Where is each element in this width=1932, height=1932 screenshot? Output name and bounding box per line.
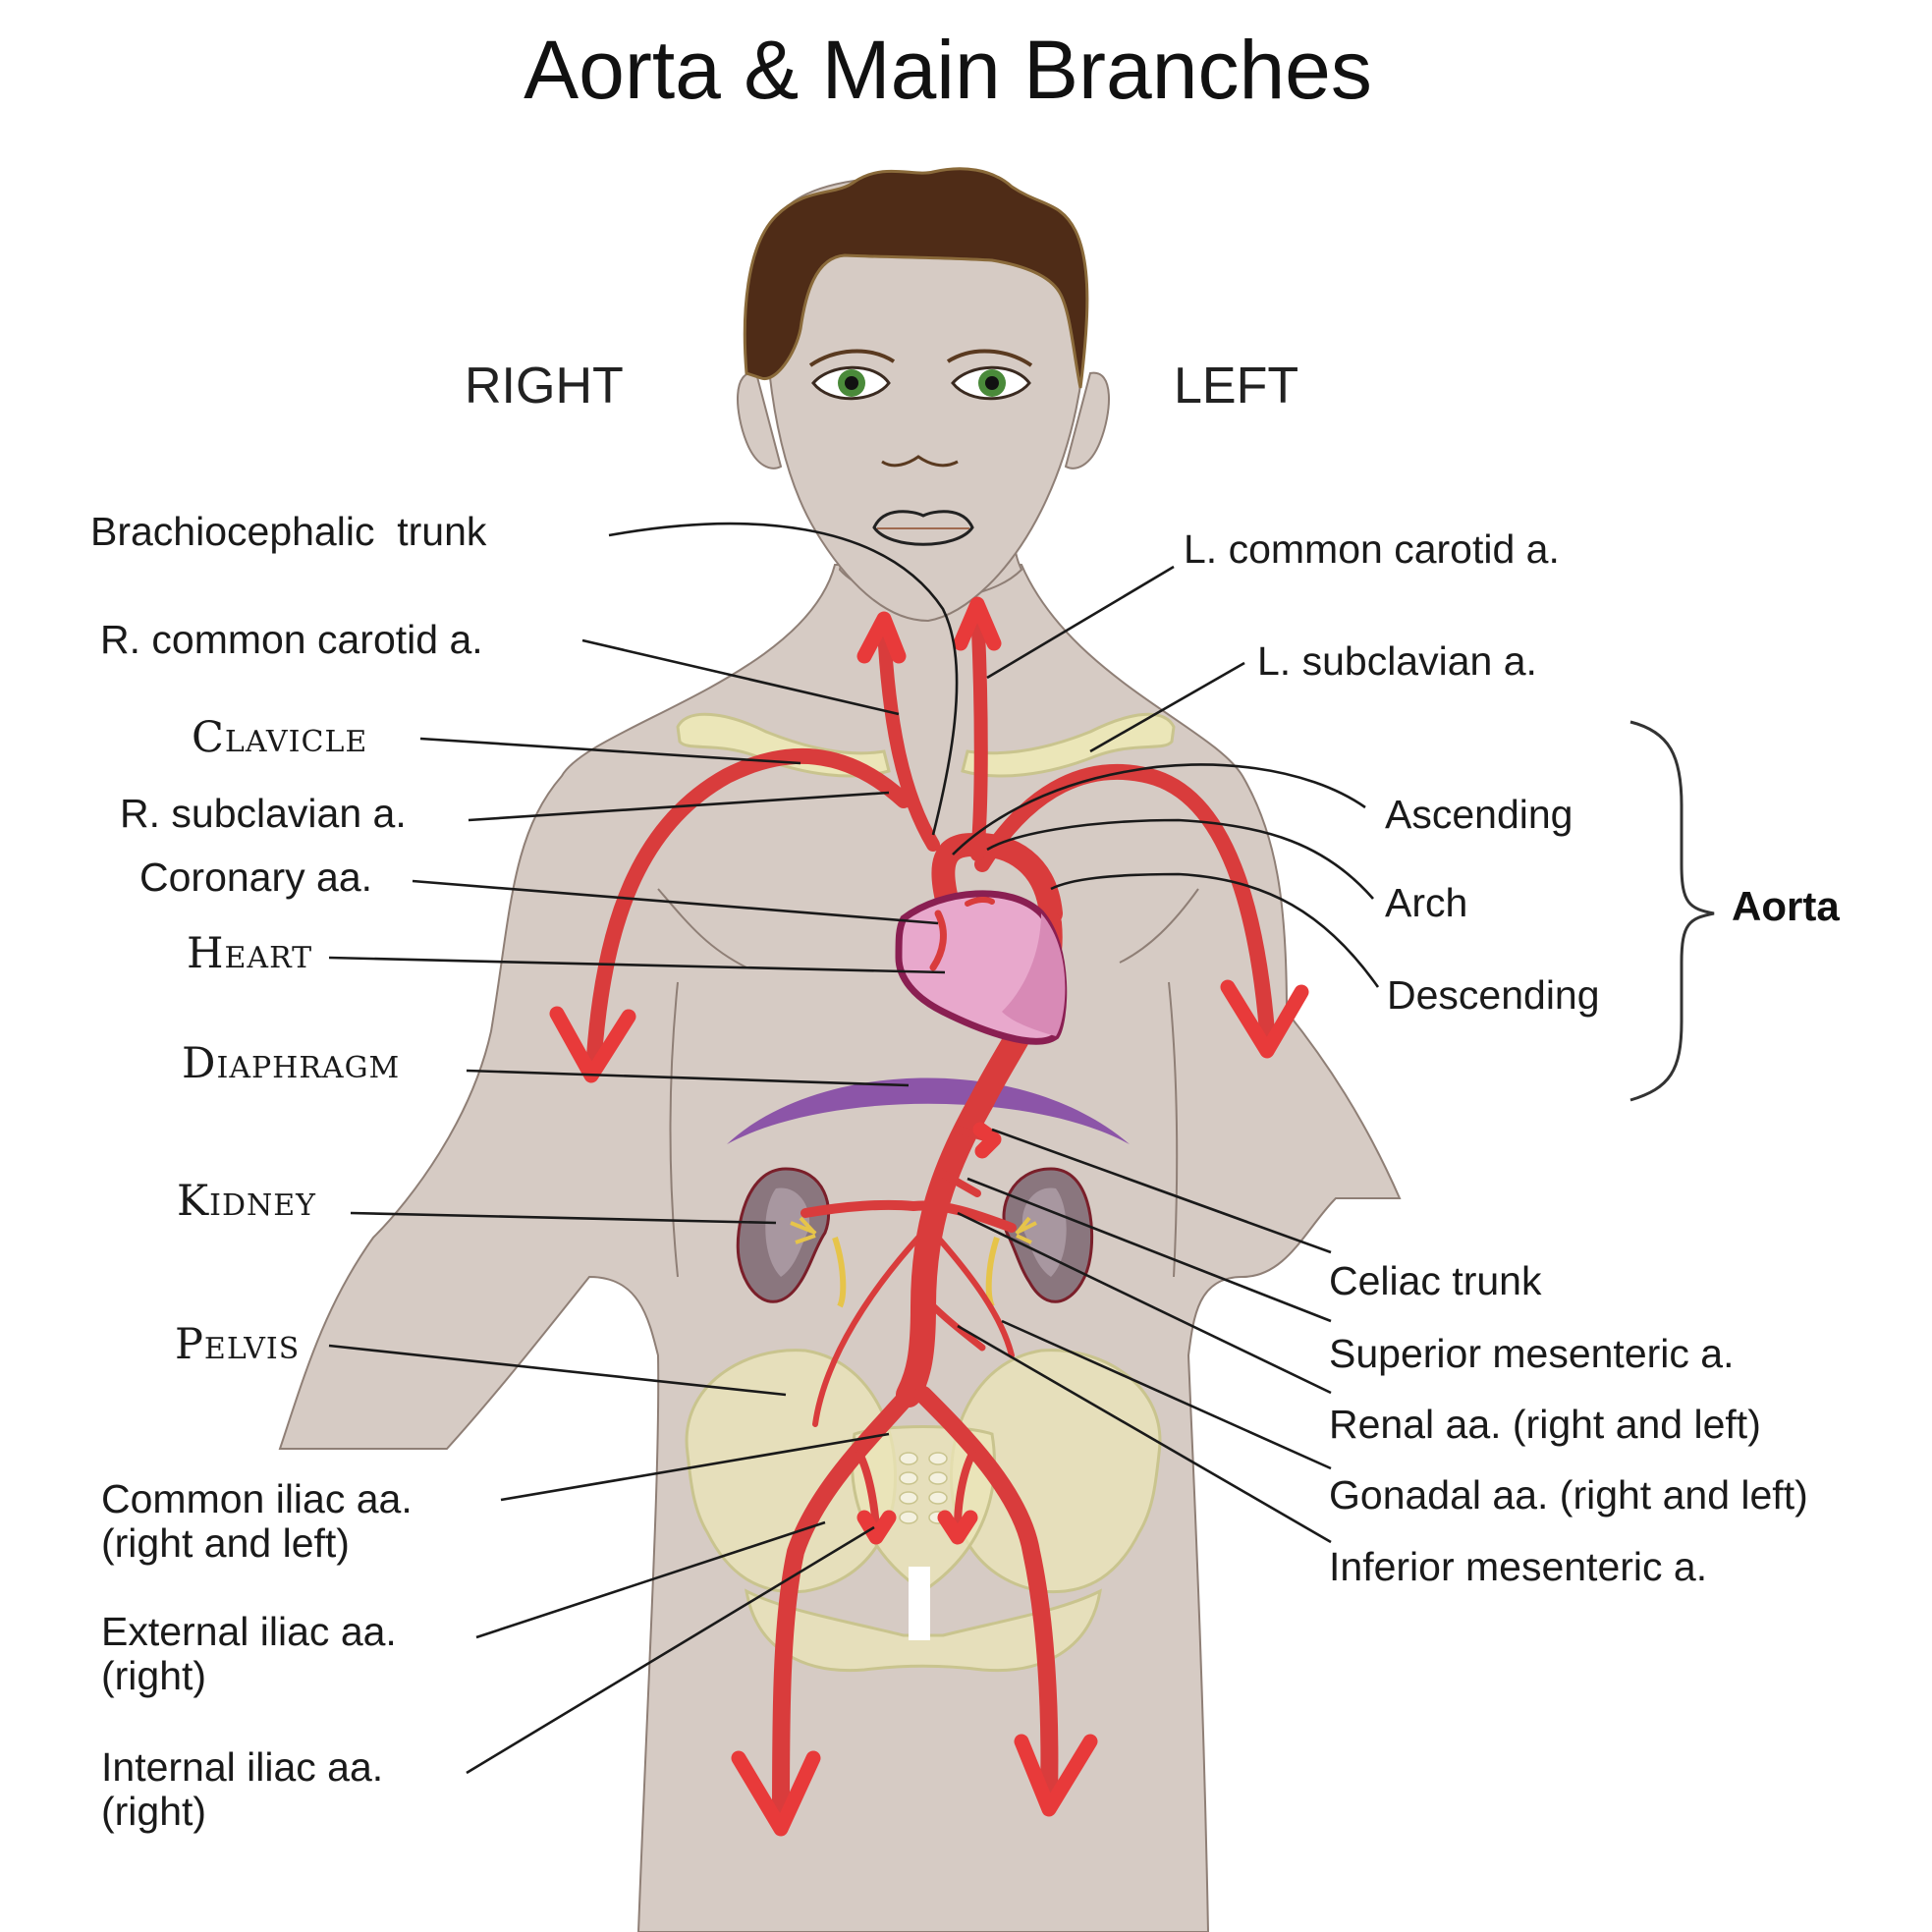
l-carotid-arrowhead: [953, 596, 1002, 651]
right-gonadal-artery: [812, 1235, 921, 1427]
label-arch: Arch: [1385, 880, 1467, 925]
pelvis-gap: [909, 1567, 930, 1640]
right-iliac-artery: [772, 1386, 917, 1826]
label-common-iliac-1: Common iliac aa.: [101, 1476, 413, 1521]
lead-diaphragm: [466, 1069, 910, 1087]
lead-descending: [1050, 872, 1380, 988]
lead-pelvis: [328, 1344, 787, 1397]
label-celiac: Celiac trunk: [1329, 1258, 1542, 1303]
lead-gonadal: [1001, 1319, 1332, 1470]
lead-internal-iliac: [466, 1525, 875, 1775]
label-internal-iliac-1: Internal iliac aa.: [101, 1744, 383, 1790]
coronary-artery-left: [965, 896, 995, 907]
left-internal-iliac-artery: [954, 1450, 976, 1531]
leader-lines: [328, 522, 1380, 1775]
inferior-mesenteric-artery: [924, 1297, 986, 1352]
lead-inferior-mesenteric: [957, 1324, 1332, 1544]
aortic-arch: [931, 832, 1063, 925]
lead-renal: [957, 1211, 1332, 1395]
label-external-iliac-2: (right): [101, 1653, 206, 1698]
renal-arteries: [800, 1199, 1017, 1233]
l-subclavian-artery: [974, 763, 1275, 1039]
label-heart: Heart: [187, 929, 312, 978]
label-descending: Descending: [1387, 972, 1600, 1018]
label-coronary: Coronary aa.: [139, 855, 372, 900]
l-common-carotid-artery: [970, 602, 988, 861]
label-clavicle: Clavicle: [192, 713, 367, 762]
side-right-label: RIGHT: [465, 358, 624, 414]
diaphragm-shape: [727, 1077, 1130, 1144]
left-clavicle: [961, 712, 1176, 778]
lead-superior-mesenteric: [966, 1177, 1332, 1323]
left-gonadal-artery: [935, 1235, 1015, 1358]
label-diaphragm: Diaphragm: [182, 1039, 400, 1088]
label-l-subclavian: L. subclavian a.: [1257, 638, 1537, 684]
lead-l-subclavian: [1089, 661, 1245, 753]
superior-mesenteric-artery: [939, 1170, 981, 1197]
arm-inner-right: [1168, 981, 1179, 1278]
lead-arch: [986, 818, 1374, 900]
lead-external-iliac: [475, 1520, 826, 1639]
label-external-iliac-1: External iliac aa.: [101, 1609, 397, 1654]
chest-contour-right: [1119, 888, 1199, 964]
label-internal-iliac-2: (right): [101, 1789, 206, 1834]
lead-ascending: [952, 763, 1366, 856]
aorta-brace: [1629, 720, 1715, 1102]
right-kidney-shape: [736, 1167, 847, 1308]
label-ascending: Ascending: [1385, 792, 1573, 837]
lead-clavicle: [419, 737, 801, 765]
left-leg-arrowhead: [1014, 1734, 1098, 1817]
r-carotid-arrowhead: [856, 611, 907, 664]
left-ear: [1064, 371, 1110, 469]
pubic-bone: [745, 1588, 1102, 1673]
lead-r-subclavian: [468, 791, 890, 822]
label-inferior-mesenteric: Inferior mesenteric a.: [1329, 1544, 1707, 1589]
nose: [881, 455, 959, 468]
r-subclavian-artery: [586, 748, 911, 1064]
mouth: [872, 510, 974, 546]
label-pelvis: Pelvis: [175, 1320, 300, 1369]
right-eye: [808, 349, 896, 401]
coronary-artery-shape: [929, 910, 947, 971]
lead-celiac: [991, 1128, 1332, 1254]
label-common-iliac-2: (right and left): [101, 1520, 350, 1566]
lead-r-common-carotid: [581, 638, 900, 716]
diagram-title: Aorta & Main Branches: [524, 24, 1372, 116]
arm-inner-left: [669, 981, 679, 1278]
label-l-common-carotid: L. common carotid a.: [1184, 526, 1560, 572]
label-brachiocephalic: Brachiocephalic trunk: [90, 509, 487, 554]
lead-coronary: [412, 879, 939, 925]
right-internal-iliac-arrowhead: [856, 1510, 897, 1545]
chest-contour-left: [657, 888, 747, 968]
left-internal-iliac-arrowhead: [937, 1510, 978, 1545]
l-arm-arrowhead: [1220, 979, 1309, 1059]
left-iliac-artery: [914, 1386, 1059, 1806]
label-r-subclavian: R. subclavian a.: [120, 791, 407, 836]
lead-common-iliac: [500, 1432, 890, 1502]
lead-brachiocephalic: [608, 522, 959, 836]
lead-kidney: [350, 1211, 777, 1225]
label-renal: Renal aa. (right and left): [1329, 1402, 1761, 1447]
label-kidney: Kidney: [177, 1177, 316, 1226]
hair: [743, 167, 1089, 389]
celiac-arrowhead: [972, 1122, 1002, 1159]
label-aorta-group: Aorta: [1732, 883, 1840, 929]
side-left-label: LEFT: [1174, 358, 1298, 414]
label-gonadal: Gonadal aa. (right and left): [1329, 1472, 1808, 1518]
right-internal-iliac-artery: [856, 1450, 880, 1531]
label-superior-mesenteric: Superior mesenteric a.: [1329, 1331, 1734, 1376]
lead-heart: [328, 956, 946, 974]
r-common-carotid-artery: [877, 622, 940, 852]
lead-l-common-carotid: [986, 565, 1175, 680]
heart-shape: [895, 890, 1068, 1045]
label-r-common-carotid: R. common carotid a.: [100, 617, 483, 662]
right-ear: [737, 371, 783, 469]
right-leg-arrowhead: [731, 1750, 821, 1837]
left-eye: [946, 349, 1033, 401]
